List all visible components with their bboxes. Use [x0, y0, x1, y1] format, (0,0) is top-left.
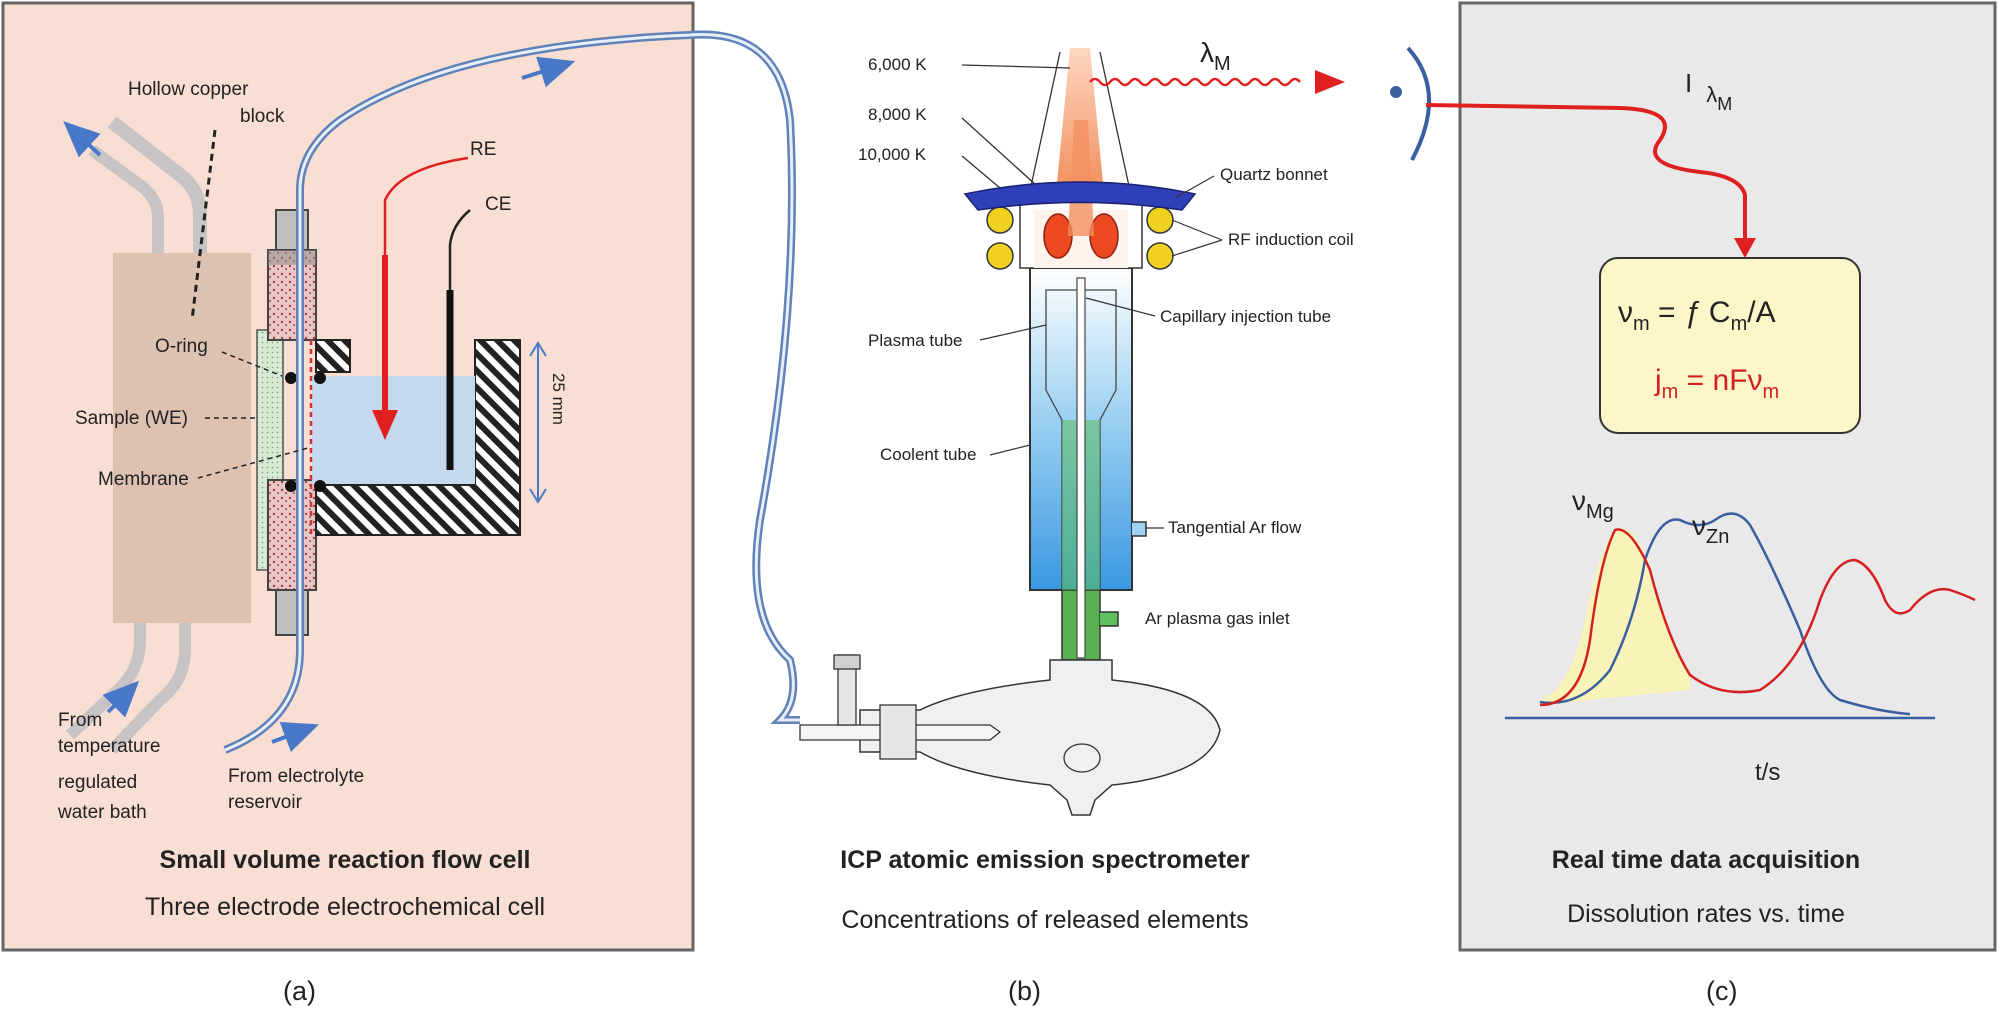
label-reservoir-1: From electrolyte — [228, 766, 364, 787]
label-mg: νMg — [1572, 485, 1614, 523]
membrane-leader — [197, 447, 309, 479]
zn-curve — [1539, 512, 1911, 716]
panel-c-title: Real time data acquisition — [1552, 846, 1860, 874]
reference-electrode-tip — [372, 410, 398, 440]
signal-arrowhead — [1734, 238, 1756, 258]
label-bath-1: From — [58, 710, 102, 731]
label-bath-2: temperature — [58, 736, 160, 757]
panel-b-title: ICP atomic emission spectrometer — [840, 846, 1250, 874]
label-membrane: Membrane — [98, 469, 189, 490]
emission-wave — [1089, 77, 1301, 87]
reference-electrode-lead — [383, 156, 469, 300]
emission-arrowhead — [1315, 70, 1345, 94]
o-ring-leader — [221, 351, 283, 377]
panel-b-subtitle: Concentrations of released elements — [841, 906, 1248, 934]
mg-curve — [1539, 528, 1976, 707]
label-quartz-bonnet: Quartz bonnet — [1220, 165, 1328, 184]
counter-electrode-lead — [448, 209, 471, 300]
rf-induction-coil — [986, 206, 1174, 270]
label-o-ring: O-ring — [155, 336, 208, 357]
detector-mirror — [1406, 46, 1431, 161]
spray-chamber — [859, 659, 1221, 816]
copper-block-leader — [190, 129, 217, 321]
cell-body-top — [315, 339, 351, 373]
label-bath-3: regulated — [58, 772, 137, 793]
label-reservoir-2: reservoir — [228, 792, 303, 813]
label-temp-6000: 6,000 K — [868, 55, 927, 74]
temp-6000-leader — [961, 64, 1071, 69]
panel-a-subtitle: Three electrode electrochemical cell — [145, 893, 545, 921]
spray-chamber-ball — [1063, 743, 1101, 773]
label-plasma-tube: Plasma tube — [868, 331, 963, 350]
equation-box — [1599, 257, 1861, 434]
label-lambda: λM — [1200, 37, 1231, 75]
label-block: block — [240, 106, 285, 127]
bottom-fitting — [267, 479, 317, 636]
equation-rate: νm = ƒ Cm/A — [1618, 296, 1776, 335]
panel-a-title: Small volume reaction flow cell — [160, 846, 531, 874]
label-zn: νZn — [1692, 510, 1729, 548]
water-inlet-tube-2 — [107, 623, 191, 755]
top-fitting — [267, 209, 317, 341]
panel-a-letter: (a) — [283, 976, 316, 1006]
hollow-copper-block — [113, 253, 251, 623]
capillary-tube — [1076, 277, 1086, 659]
gas-inlet-port — [1100, 611, 1119, 627]
o-ring-bottom-left — [285, 480, 297, 492]
panel-b: 6,000 K 8,000 K 10,000 K λM Quartz bonne… — [799, 37, 1431, 934]
water-out-arrow — [63, 121, 102, 158]
quartz-bonnet — [963, 181, 1197, 211]
label-sample: Sample (WE) — [75, 408, 188, 429]
label-bath-4: water bath — [57, 802, 147, 823]
label-capillary: Capillary injection tube — [1160, 307, 1331, 326]
label-temp-10000: 10,000 K — [858, 145, 927, 164]
cell-body-l — [315, 339, 521, 536]
label-gas-inlet: Ar plasma gas inlet — [1145, 609, 1290, 628]
o-ring-top-left — [285, 372, 297, 384]
panel-b-letter: (b) — [1008, 976, 1041, 1006]
panel-c-letter: (c) — [1706, 976, 1737, 1006]
panel-c-background — [1458, 1, 1997, 952]
panel-a: Hollow copper block RE CE O-ring Sample … — [1, 1, 800, 952]
water-outlet-tube — [107, 116, 207, 253]
label-re: RE — [470, 139, 496, 160]
detector-dot — [1390, 86, 1402, 98]
label-time-axis: t/s — [1755, 759, 1780, 786]
water-outlet-tube-2 — [88, 145, 164, 253]
label-tangential: Tangential Ar flow — [1168, 518, 1302, 537]
label-ce: CE — [485, 194, 511, 215]
plume-outline — [1027, 51, 1133, 201]
equation-current: jm = nFνm — [1654, 364, 1779, 403]
plasma-core-right — [1089, 213, 1119, 259]
label-coolant-tube: Coolent tube — [880, 445, 976, 464]
water-in-arrow — [102, 680, 140, 718]
o-ring-bottom-right — [314, 480, 326, 492]
o-ring-top-right — [314, 372, 326, 384]
plasma-plume-inner — [1068, 120, 1094, 236]
mg-area — [1540, 528, 1690, 705]
tangential-port — [1132, 521, 1147, 537]
label-hollow-copper: Hollow copper — [128, 79, 249, 100]
signal-line — [1425, 103, 1747, 245]
flow-arrow-top — [521, 56, 576, 88]
flow-arrow-bottom — [271, 722, 319, 753]
label-dimension: 25 mm — [549, 373, 568, 425]
panel-c-subtitle: Dissolution rates vs. time — [1567, 900, 1845, 928]
plasma-core-left — [1043, 213, 1073, 259]
label-rf-coil: RF induction coil — [1228, 230, 1354, 249]
nebulizer-body — [879, 704, 917, 760]
label-temp-8000: 8,000 K — [868, 105, 927, 124]
